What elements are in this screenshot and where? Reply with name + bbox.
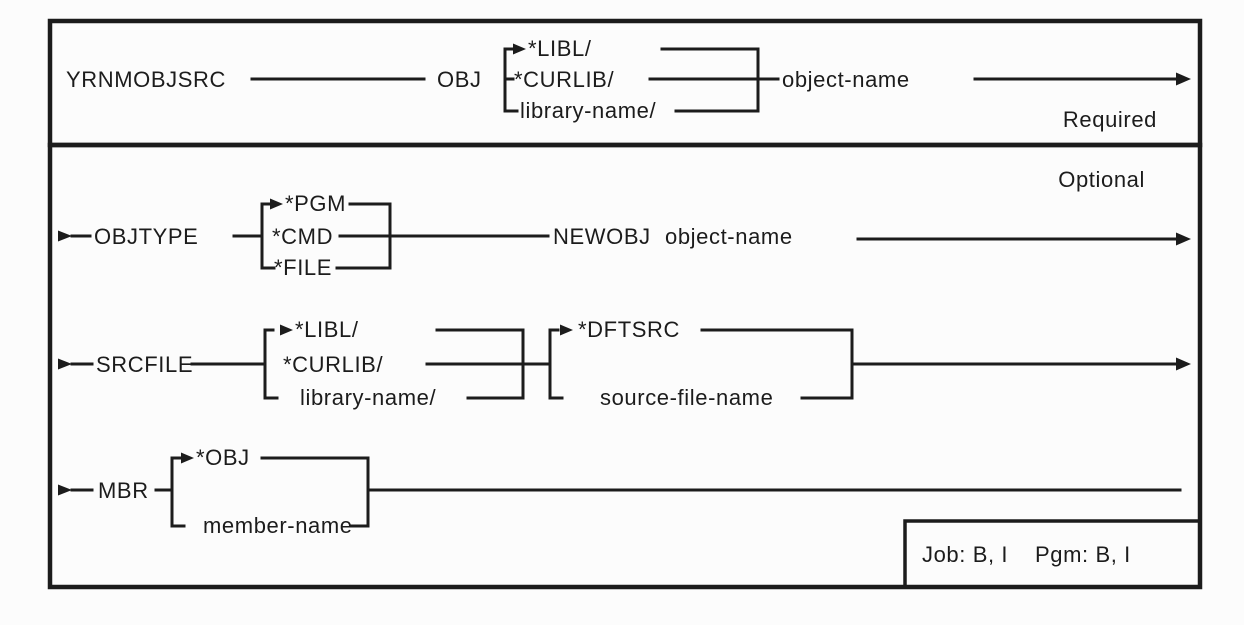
required-section: YRNMOBJSRC OBJ *LIBL/ *CURLIB/ library-n… [47,18,1203,148]
command-name: YRNMOBJSRC [66,67,226,92]
srcfile-keyword: SRCFILE [96,352,193,377]
required-label: Required [1063,107,1157,132]
continue-arrow-icon [1176,72,1191,86]
default-choice-arrow-icon [181,452,194,464]
mbr-choice-obj: *OBJ [196,445,250,470]
default-choice-arrow-icon [280,324,293,336]
objtype-rail: OBJTYPE *PGM *CMD *FILE NEWOBJ object-na… [58,191,1191,280]
obj-choice-libl: *LIBL/ [528,36,592,61]
srcfile-choice-libl: *LIBL/ [295,317,359,342]
objtype-choice-cmd: *CMD [272,224,333,249]
continue-arrow-icon [1176,357,1191,371]
obj-keyword: OBJ [437,67,482,92]
obj-operand: object-name [782,67,910,92]
row-entry-arrow-icon [58,358,72,370]
obj-choice-curlib: *CURLIB/ [514,67,614,92]
optional-section-border [47,142,1203,590]
srcfile-choice-curlib: *CURLIB/ [283,352,383,377]
objtype-keyword: OBJTYPE [94,224,198,249]
srcfile-rail: SRCFILE *LIBL/ *CURLIB/ library-name/ *D… [58,317,1191,410]
objtype-choice-pgm: *PGM [285,191,346,216]
default-choice-arrow-icon [513,43,526,55]
newobj-keyword: NEWOBJ [553,224,651,249]
optional-label: Optional [1058,167,1145,192]
mbr-keyword: MBR [98,478,149,503]
default-choice-arrow-icon [270,198,283,210]
obj-choice-library-name: library-name/ [520,98,656,123]
srcfile-choice-library-name: library-name/ [300,385,436,410]
row-entry-arrow-icon [58,230,72,242]
newobj-operand: object-name [665,224,793,249]
objtype-choice-file: *FILE [274,255,332,280]
srcfile-choice-source-file-name: source-file-name [600,385,773,410]
srcfile-choice-dftsrc: *DFTSRC [578,317,680,342]
environment-box: Job: B, I Pgm: B, I [903,519,1202,589]
default-choice-arrow-icon [560,324,573,336]
pgm-environment-label: Pgm: B, I [1035,542,1131,567]
job-environment-label: Job: B, I [922,542,1008,567]
row-entry-arrow-icon [58,484,72,496]
optional-section: Optional OBJTYPE *PGM *CMD *FILE NEWOBJ … [47,142,1203,590]
mbr-choice-member-name: member-name [203,513,353,538]
environment-box-border [903,519,1202,589]
continue-arrow-icon [1176,232,1191,246]
mbr-rail: MBR *OBJ member-name [58,445,1182,538]
